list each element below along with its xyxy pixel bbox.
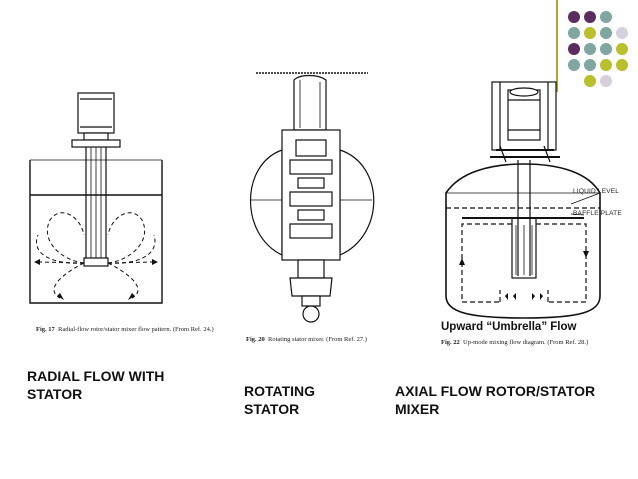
axial-flow-label-line1: AXIAL FLOW ROTOR/STATOR [395, 383, 596, 399]
radial-flow-label-line1: RADIAL FLOW WITH [27, 368, 165, 384]
axial-figure-caption: Fig. 22 Up-mode mixing flow diagram. (Fr… [441, 339, 589, 346]
rotating-stator-label: ROTATING STATOR [244, 382, 315, 418]
radial-flow-label: RADIAL FLOW WITH STATOR [27, 367, 164, 403]
umbrella-flow-heading: Upward “Umbrella” Flow [441, 321, 577, 333]
accent-line [556, 0, 558, 92]
axial-flow-label: AXIAL FLOW ROTOR/STATOR MIXER [395, 382, 595, 418]
radial-flow-label-line2: STATOR [27, 386, 83, 402]
baffle-plate-label: BAFFLE PLATE [573, 210, 622, 217]
axial-flow-label-line2: MIXER [395, 401, 440, 417]
rotating-figure-caption: Fig. 20 Rotating stator mixer. (From Ref… [246, 336, 367, 343]
rotating-stator-label-line1: ROTATING [244, 383, 316, 399]
rotating-stator-label-line2: STATOR [244, 401, 300, 417]
liquid-level-label: LIQUID LEVEL [573, 188, 620, 195]
radial-figure-caption: Fig. 17 Radial-flow rotor/stator mixer f… [36, 326, 214, 333]
